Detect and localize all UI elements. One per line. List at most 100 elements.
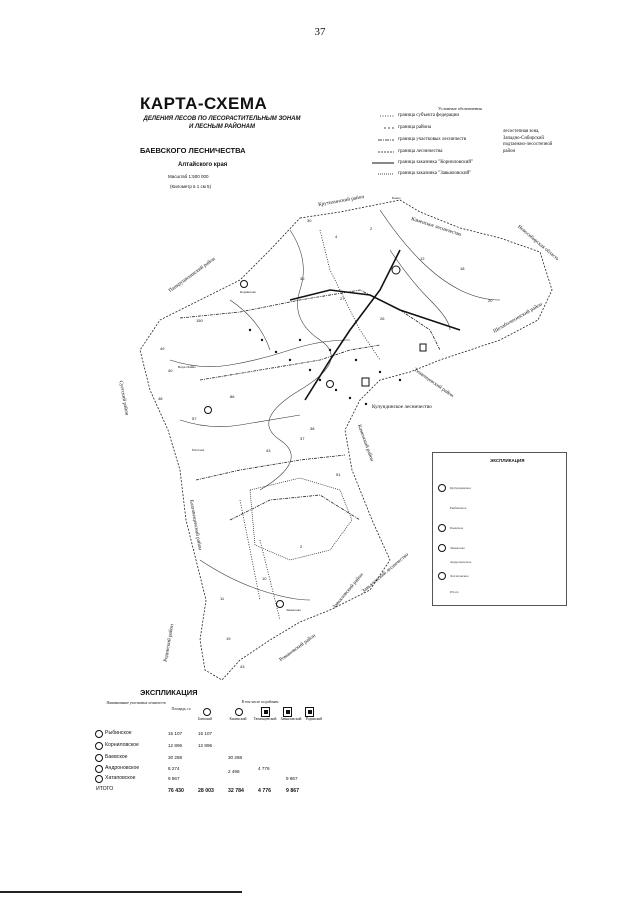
expl-total-cell: 9 867 (286, 788, 299, 794)
expl-cell: 30 288 (168, 755, 183, 760)
scale-note: (Километр в 1 см 5) (170, 184, 212, 189)
expl-row-name: Андроновское (105, 765, 140, 771)
label-plotava: Плотава (192, 448, 205, 452)
subtitle-line-1: ДЕЛЕНИЯ ЛЕСОВ ПО ЛЕСОРАСТИТЕЛЬНЫМ ЗОНАМ (143, 116, 301, 122)
expl-row-name: Корниловское (105, 742, 139, 748)
stand-dot (398, 378, 402, 382)
inset-ring-icon (438, 572, 446, 580)
stand-dot (308, 368, 312, 372)
outer-boundary (139, 199, 553, 681)
expl-col-ring-icon (203, 708, 211, 716)
legend-header: Условные обозначения (438, 106, 482, 111)
expl-row-name: Баевское (105, 754, 128, 760)
label-vert: Верх-Пайва (178, 365, 196, 369)
subtitle-line-2: И ЛЕСНЫМ РАЙОНАМ (188, 124, 256, 130)
map-number: 26 (380, 316, 385, 321)
map-number: 38 (310, 426, 315, 431)
map-title: КАРТА-СХЕМА (140, 94, 268, 113)
map-number: 18 (460, 266, 465, 271)
office-marker-circle (326, 380, 334, 388)
inset-ring-icon (438, 524, 446, 532)
inset-row: Андроновское (450, 560, 472, 564)
legend-item-participant: граница участковых лесничеств (398, 137, 467, 142)
expl-total-cell: 4 776 (258, 788, 271, 794)
map-number: 11 (220, 596, 225, 601)
office-marker-circle (240, 280, 248, 288)
stand-dot (348, 396, 352, 400)
expl-cell: 30 288 (228, 755, 243, 760)
zone-note-line: район (503, 148, 516, 154)
expl-header-area: Площадь, га (171, 707, 191, 711)
map-number: 51 (336, 472, 341, 477)
legend-item-zav: граница заказника "Завьяловский" (398, 171, 472, 176)
region-name: Алтайского края (178, 162, 228, 168)
map-number: 2 (300, 544, 303, 549)
map-number: 43 (240, 664, 245, 669)
map-number: 35 (300, 276, 305, 281)
river (229, 299, 271, 351)
expl-col-square-icon (305, 707, 314, 717)
stand-dot (364, 402, 368, 406)
inset-row: Итого (450, 590, 459, 594)
stand-dot (318, 378, 322, 382)
map-number: 12 (420, 256, 425, 261)
expl-cell: 12 896 (198, 743, 213, 748)
legend-item-forestry: граница лесничества (398, 149, 443, 154)
office-marker-circle (276, 600, 284, 608)
map-number: 150 (196, 318, 203, 323)
stand-dot (328, 348, 332, 352)
expl-cell: 8 274 (168, 766, 180, 771)
map-number: 30 (307, 218, 312, 223)
stand-dot (354, 358, 358, 362)
map-rivers (169, 209, 501, 601)
map-number: 37 (300, 436, 305, 441)
map-number: 20 (488, 298, 493, 303)
expl-col-2: Каменский (229, 717, 247, 721)
inset-title: ЭКСПЛИКАЦИЯ (490, 458, 525, 463)
map-number: 57 (192, 416, 197, 421)
map-subtitle: ДЕЛЕНИЯ ЛЕСОВ ПО ЛЕСОРАСТИТЕЛЬНЫМ ЗОНАМ … (112, 115, 332, 131)
expl-row-ring-icon (95, 754, 103, 762)
map-number: 27 (340, 296, 345, 301)
inset-row: Завьялово (450, 546, 466, 550)
zakaznik-boundary (249, 477, 353, 561)
main-road (304, 249, 401, 401)
label-baevo: Баево (392, 196, 401, 200)
map-number: 86 (230, 394, 235, 399)
stand-dot (274, 350, 278, 354)
map-stands (248, 328, 402, 406)
inset-ring-icon (438, 544, 446, 552)
expl-row-ring-icon (95, 730, 103, 738)
expl-total-label: ИТОГО (96, 786, 114, 792)
label-kulunda: Кулундинское лесничество (372, 404, 432, 410)
inset-row: Рыбинское (450, 506, 467, 510)
expl-row-ring-icon (95, 742, 103, 750)
page-footer-rule (0, 891, 242, 893)
expl-total-cell: 76 430 (168, 788, 184, 794)
inset-row: Кулундинское (450, 486, 471, 490)
map-number: 48 (158, 396, 163, 401)
zone-note-line: Западно-Сибирский (503, 135, 544, 141)
map-boundaries (139, 199, 553, 681)
legend-item-kornilov: граница заказника "Корниловский" (398, 160, 474, 165)
forestry-name: БАЕВСКОГО ЛЕСНИЧЕСТВА (140, 146, 246, 155)
office-marker-circle (204, 406, 212, 414)
map-scale: Масштаб 1:500 000 (168, 174, 209, 179)
expl-col-square-icon (283, 707, 292, 717)
legend-symbols (372, 115, 394, 175)
legend-zone-note: лесостепная зона, Западно-Сибирский подт… (503, 129, 575, 155)
expl-cell: 4 776 (258, 766, 270, 771)
river (199, 559, 311, 601)
map-number: 40 (168, 368, 173, 373)
expl-col-5: Родинский (305, 717, 323, 721)
expl-col-square-icon (261, 707, 270, 717)
map-number: 43 (266, 448, 271, 453)
legend-item-federation: граница субъекта федерации (398, 113, 460, 118)
map-main-roads (289, 249, 461, 401)
label-kornilovo: Корнилово (240, 290, 257, 294)
expl-row-name: Хатаповское (105, 775, 136, 781)
river (389, 249, 451, 331)
expl-row-name: Рыбинское (105, 730, 132, 736)
map-number: 4 (335, 234, 338, 239)
